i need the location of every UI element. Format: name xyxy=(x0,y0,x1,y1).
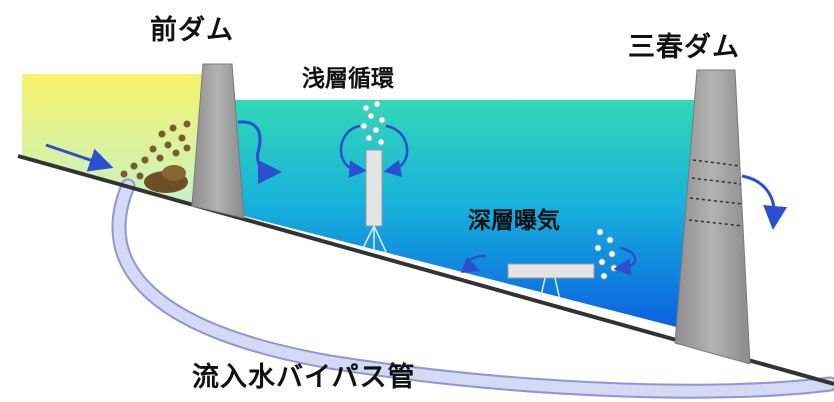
shallow-circulation-tower xyxy=(365,149,383,227)
deep-aeration-label: 深層曝気 xyxy=(468,208,560,234)
shallow-circulation-right-arrow xyxy=(383,124,409,178)
shallow-circulation-left-arrow xyxy=(339,124,367,178)
miharu-outflow-arrow xyxy=(741,174,788,230)
dam-outlet-lines xyxy=(688,159,744,227)
shallow-circulation-label: 浅層循環 xyxy=(302,66,394,92)
reservoir-water xyxy=(235,100,697,330)
sediment-dots xyxy=(120,120,191,180)
deep-aeration-left-arrow xyxy=(460,254,487,273)
deep-bubbles xyxy=(594,228,618,280)
shallow-bubbles xyxy=(360,100,386,146)
front-dam-outflow-arrow xyxy=(237,120,282,184)
deep-aeration-legs xyxy=(539,277,561,301)
miharu-dam xyxy=(674,69,751,365)
shallow-tower-legs xyxy=(361,225,387,253)
sediment-mound xyxy=(144,165,188,193)
front-dam xyxy=(191,63,245,219)
miharu-dam-label: 三春ダム xyxy=(628,32,740,63)
inflow-arrow xyxy=(45,143,114,172)
deep-aeration-right-arrow xyxy=(613,246,637,276)
deep-aeration-unit xyxy=(507,263,595,279)
inflow-bypass-pipe-label: 流入水バイパス管 xyxy=(192,362,416,393)
front-dam-label: 前ダム xyxy=(150,15,234,46)
